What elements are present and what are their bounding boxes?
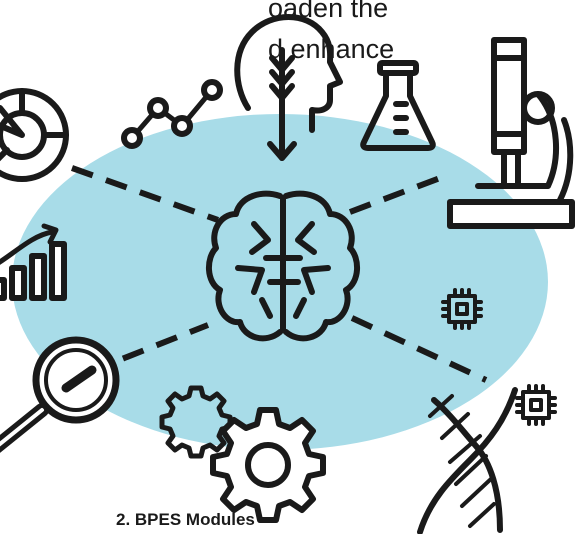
connector-lines (54, 165, 488, 388)
bar-chart-icon (0, 223, 67, 301)
pie-chart-icon (0, 88, 69, 182)
chip-icon (515, 384, 557, 426)
microscope-icon (447, 37, 575, 229)
chip-icon (441, 288, 483, 330)
large-gear-icon (210, 407, 326, 523)
magnifier-icon (0, 336, 120, 453)
flask-icon (360, 60, 436, 151)
figure-caption: 2. BPES Modules (116, 510, 255, 529)
head-arrow-icon (234, 14, 343, 161)
dna-icon (417, 387, 518, 534)
line-graph-icon (121, 79, 223, 149)
brain-icon (206, 190, 360, 342)
small-gear-icon (159, 385, 233, 459)
